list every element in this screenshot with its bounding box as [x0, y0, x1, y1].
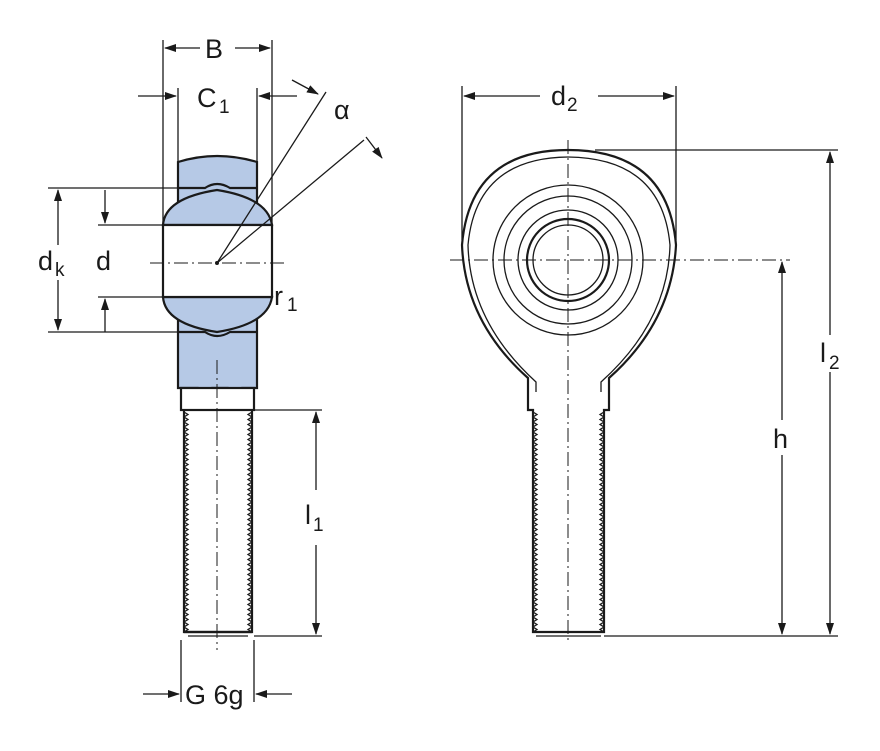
label-r1-sub: 1 [287, 295, 298, 316]
label-h: h [773, 424, 788, 454]
label-d2-sub: 2 [567, 95, 578, 116]
label-l2: l [820, 338, 826, 368]
label-l1: l [305, 500, 311, 530]
label-thread: G 6g [185, 680, 244, 710]
inner-ring-lower [161, 295, 274, 334]
label-C1-sub: 1 [219, 97, 230, 118]
front-thread-right [598, 411, 606, 633]
label-dk: d [38, 246, 53, 276]
thread-teeth-left [182, 411, 190, 633]
front-view: d 2 h l 2 [450, 81, 840, 640]
side-section-view: B C 1 α d k d r 1 l 1 [38, 34, 383, 710]
label-r1: r [274, 281, 283, 311]
thread-teeth-right [246, 411, 254, 633]
label-l1-sub: 1 [313, 515, 324, 536]
label-B: B [205, 34, 223, 64]
label-C1: C [197, 83, 217, 113]
front-thread-left [531, 411, 539, 633]
label-l2-sub: 2 [829, 353, 840, 374]
label-alpha: α [334, 95, 350, 125]
label-d: d [96, 246, 111, 276]
label-d2: d [551, 81, 566, 111]
label-dk-sub: k [55, 260, 65, 281]
inner-ring-upper [161, 188, 274, 227]
